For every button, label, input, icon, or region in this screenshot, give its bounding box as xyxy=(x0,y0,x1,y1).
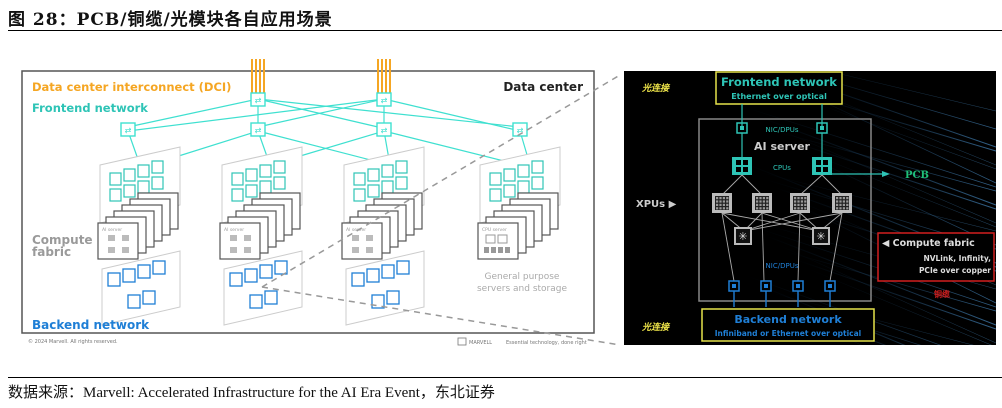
data-center-label: Data center xyxy=(503,80,583,94)
backend-network-sub: Infiniband or Ethernet over optical xyxy=(715,329,861,338)
marvell-logo-icon xyxy=(457,337,467,346)
frontend-network-title: Frontend network xyxy=(721,75,837,89)
figure-title: 图 28：PCB/铜缆/光模块各自应用场景 xyxy=(8,10,333,30)
nic-top-2 xyxy=(816,122,828,134)
general-purpose-label-1: General purpose xyxy=(485,272,560,282)
dci-label: Data center interconnect (DCI) xyxy=(32,80,231,94)
xpu-4 xyxy=(832,193,852,213)
svg-text:⇄: ⇄ xyxy=(381,96,388,105)
title-rule xyxy=(8,30,1002,31)
compute-fabric-line1: NVLink, Infinity, xyxy=(923,254,991,263)
ai-server-tag: AI server xyxy=(102,227,122,233)
cpus-label: CPUs xyxy=(773,164,791,172)
server-cluster-1: AI server xyxy=(97,146,181,326)
backend-label: Backend network xyxy=(32,318,150,332)
nic-bottom-label: NIC/DPUs xyxy=(766,262,799,270)
nic-top-label: NIC/DPUs xyxy=(766,126,799,134)
dci-links-right xyxy=(377,59,391,93)
dci-switch-1: ⇄ xyxy=(250,92,266,107)
xpu-2 xyxy=(752,193,772,213)
figure-source: 数据来源：Marvell: Accelerated Infrastructure… xyxy=(8,385,495,401)
backend-network-title: Backend network xyxy=(734,313,842,326)
pcb-arrow-icon xyxy=(882,171,890,177)
copyright-text: © 2024 Marvell. All rights reserved. xyxy=(28,338,118,345)
server-cluster-4: CPU server xyxy=(477,146,561,260)
fabric-switch-2: ✳ xyxy=(812,227,830,245)
brand-text: MARVELL xyxy=(469,340,492,346)
ai-server-detail-diagram: Frontend network Ethernet over optical 光… xyxy=(624,71,996,345)
compute-fabric-line2: PCIe over copper xyxy=(919,266,991,275)
copper-label: 铜缆 xyxy=(934,289,950,299)
optical-label-bottom: 光连接 xyxy=(641,322,671,333)
pcb-label: PCB xyxy=(905,170,929,181)
optical-label-top: 光连接 xyxy=(641,83,671,94)
svg-text:✳: ✳ xyxy=(816,230,825,243)
source-rule xyxy=(8,377,1002,378)
server-cluster-2: AI server xyxy=(219,146,303,326)
ai-server-label: AI server xyxy=(754,140,810,153)
dci-switch-2: ⇄ xyxy=(376,92,392,107)
svg-text:⇄: ⇄ xyxy=(255,96,262,105)
svg-text:⇄: ⇄ xyxy=(381,126,388,135)
backend-network-box xyxy=(701,308,875,342)
cpu-1 xyxy=(732,157,752,175)
frontend-label: Frontend network xyxy=(32,101,148,115)
compute-fabric-label-2: fabric xyxy=(32,245,71,259)
compute-fabric-box xyxy=(877,232,995,282)
compute-fabric-label-1: Compute xyxy=(32,233,93,247)
compute-fabric-title: ◀ Compute fabric xyxy=(882,238,975,249)
tagline-text: Essential technology, done right xyxy=(506,340,587,346)
svg-text:⇄: ⇄ xyxy=(517,126,524,135)
ai-server-tag: AI server xyxy=(346,227,366,233)
ai-server-chassis xyxy=(698,118,872,302)
frontend-switch-2: ⇄ xyxy=(250,122,266,137)
zoom-guide-lines xyxy=(261,74,621,346)
frontend-network-box xyxy=(715,71,843,105)
xpus-label: XPUs ▶ xyxy=(636,199,677,210)
svg-text:⇄: ⇄ xyxy=(255,126,262,135)
server-cluster-3: AI server xyxy=(341,146,425,326)
ai-server-tag: AI server xyxy=(224,227,244,233)
frontend-switch-1: ⇄ xyxy=(120,122,136,137)
svg-text:✳: ✳ xyxy=(738,230,747,243)
nic-top-1 xyxy=(736,122,748,134)
frontend-network-sub: Ethernet over optical xyxy=(731,92,827,101)
cpu-server-tag: CPU server xyxy=(482,227,507,233)
general-purpose-label-2: servers and storage xyxy=(477,284,567,294)
dci-links-left xyxy=(251,59,265,93)
cpu-2 xyxy=(812,157,832,175)
svg-text:⇄: ⇄ xyxy=(125,126,132,135)
frontend-switch-3: ⇄ xyxy=(376,122,392,137)
fabric-switch-1: ✳ xyxy=(734,227,752,245)
xpu-1 xyxy=(712,193,732,213)
xpu-3 xyxy=(790,193,810,213)
